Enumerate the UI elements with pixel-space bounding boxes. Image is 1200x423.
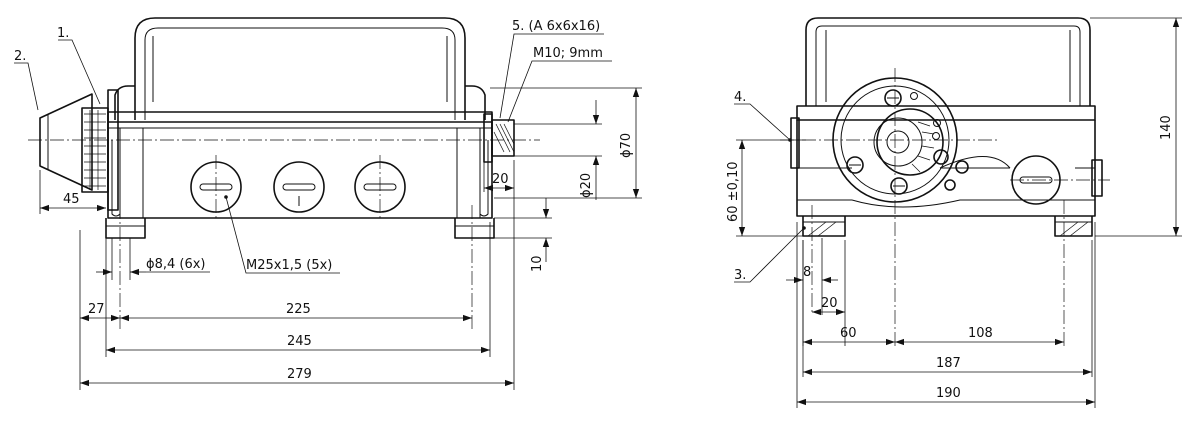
left-connector (39, 89, 119, 211)
callout-5: 5. (A 6x6x16) (512, 19, 600, 34)
dim-279: 279 (287, 367, 312, 382)
dim-190: 190 (936, 386, 961, 401)
shaft-thread-label: M10; 9mm (533, 46, 603, 61)
dia-70: ϕ70 (619, 133, 634, 158)
side-view (780, 17, 1110, 346)
dim-45: 45 (63, 192, 80, 207)
cable-gland-2 (273, 161, 325, 213)
dim-187: 187 (936, 356, 961, 371)
callout-2: 2. (14, 49, 26, 64)
callout-3: 3. (734, 268, 746, 283)
dim-140: 140 (1159, 115, 1174, 140)
dim-27: 27 (88, 302, 105, 317)
side-view-dimensions: 8 20 60 108 187 190 140 60 ±0,10 4. (726, 17, 1182, 408)
dia-20: ϕ20 (579, 173, 594, 198)
dim-shaft-20: 20 (492, 172, 509, 187)
callout-4: 4. (734, 90, 746, 105)
dim-60: 60 (840, 326, 857, 341)
dim-225: 225 (286, 302, 311, 317)
dim-108: 108 (968, 326, 993, 341)
shaft (483, 113, 515, 163)
front-view-dimensions: 45 ϕ8,4 (6x) 27 225 245 279 20 ϕ20 ϕ70 (14, 19, 642, 390)
front-view (28, 17, 540, 330)
gland-thread-label: M25x1,5 (5x) (246, 258, 332, 273)
dim-245: 245 (287, 334, 312, 349)
dim-10: 10 (530, 255, 545, 272)
dim-60-tolerance: 60 ±0,10 (726, 161, 741, 222)
hole-diameter-label: ϕ8,4 (6x) (146, 257, 206, 272)
dim-8: 8 (803, 265, 811, 280)
callout-1: 1. (57, 26, 69, 41)
dim-side-20: 20 (821, 296, 838, 311)
